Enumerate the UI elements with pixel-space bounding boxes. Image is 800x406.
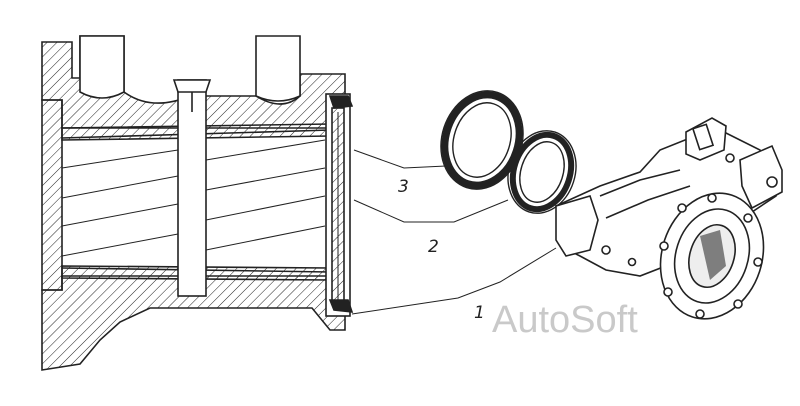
callout-label-1: 1 — [474, 303, 485, 323]
flange-bolt-holes — [659, 193, 763, 319]
leader-3 — [353, 149, 447, 169]
bolt-hole — [725, 153, 735, 163]
callout-label-2: 2 — [428, 237, 439, 257]
center-pin — [177, 79, 207, 297]
bracket-top-lug-slot — [691, 123, 715, 151]
seal-lip-top — [328, 95, 354, 109]
callout-label-3: 3 — [398, 177, 409, 197]
bore-shading — [61, 139, 326, 257]
leader-1 — [351, 247, 557, 315]
bracket-right-arm — [739, 144, 783, 210]
leader-2 — [353, 199, 509, 223]
housing-boss-left — [79, 35, 125, 99]
bolt-hole — [601, 245, 611, 255]
center-pin-head — [172, 79, 212, 93]
housing-boss-right — [255, 35, 301, 102]
housing-section — [41, 35, 354, 371]
seal-lip-bottom — [328, 299, 354, 313]
housing-left-flange — [41, 99, 63, 291]
leader-lines — [351, 149, 557, 315]
bracket-assembly — [555, 117, 783, 320]
bracket-inner-web — [599, 169, 691, 219]
seal-ring-2 — [507, 130, 577, 214]
watermark: AutoSoft — [492, 299, 638, 341]
bolt-hole — [766, 176, 778, 188]
bracket-left-foot — [555, 195, 599, 257]
flange-bore-shade — [700, 230, 726, 280]
bolt-hole — [627, 257, 637, 267]
